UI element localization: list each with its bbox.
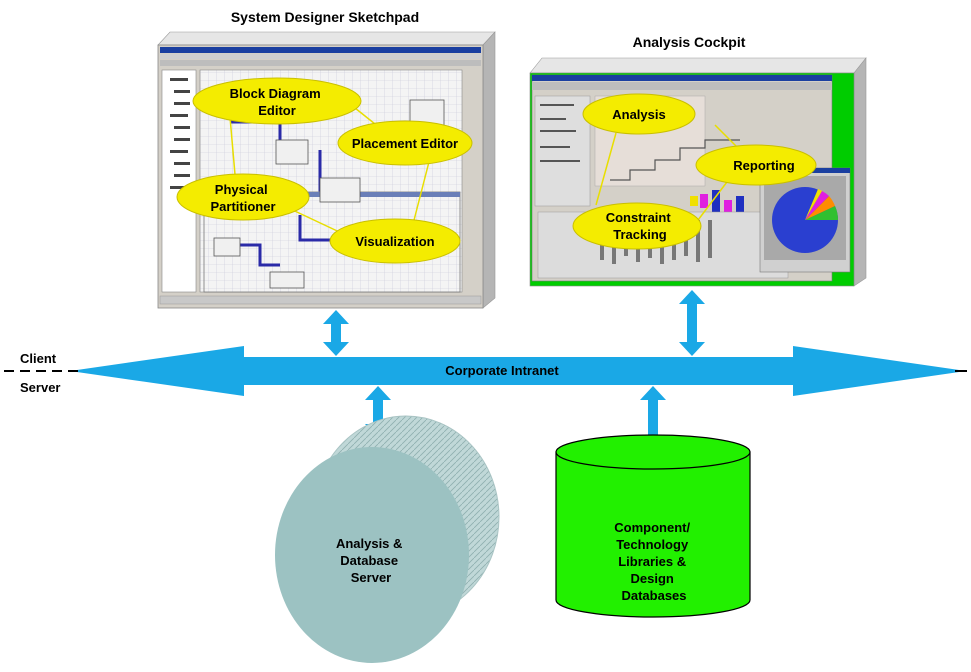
bubble-label-line: Block Diagram [230, 86, 321, 101]
server-label: Server [20, 380, 60, 395]
intranet-bus: Corporate Intranet [70, 346, 966, 396]
db-server-label-line: Database [340, 553, 398, 568]
bubble-block-diagram-editor: Block Diagram Editor [192, 77, 362, 125]
db-server-front-disc [275, 447, 469, 663]
intranet-label: Corporate Intranet [445, 363, 559, 378]
bubble-label-line: Constraint [606, 210, 672, 225]
sketchpad-frame-top [157, 31, 496, 46]
bubble-label-line: Physical [215, 182, 268, 197]
svg-text:Physical Partitioner: Physical Partitioner [210, 182, 275, 214]
intranet-arrow [70, 346, 966, 396]
db-server: Analysis & Database Server [275, 415, 500, 663]
cockpit-form [534, 95, 591, 207]
sketchpad-panel: System Designer Sketchpad [157, 9, 496, 309]
db-server-label-line: Analysis & [336, 536, 402, 551]
libraries-label-line: Technology [616, 537, 689, 552]
libraries-label-line: Libraries & [618, 554, 686, 569]
cockpit-bars [690, 190, 744, 214]
sketchpad-statusbar [159, 295, 482, 305]
libraries-label-line: Databases [621, 588, 686, 603]
bubble-label-line: Partitioner [210, 199, 275, 214]
bubble-analysis: Analysis [582, 93, 696, 135]
cylinder-top [555, 434, 751, 470]
bubble-label-line: Editor [258, 103, 296, 118]
svg-text:Constraint Tracking: Constraint Tracking [606, 210, 675, 242]
bubble-label-line: Tracking [613, 227, 667, 242]
svg-text:Block Diagram Editor: Block Diagram Editor [230, 86, 325, 118]
sketchpad-tree-items [170, 78, 190, 189]
bubble-label: Placement Editor [352, 136, 458, 151]
sketchpad-tree [161, 69, 197, 293]
db-server-label-line: Server [351, 570, 391, 585]
cockpit-frame-side [853, 57, 867, 287]
bubble-label: Visualization [355, 234, 434, 249]
libraries-label-line: Design [631, 571, 674, 586]
bubble-reporting: Reporting [695, 144, 817, 186]
bubble-placement-editor: Placement Editor [337, 120, 473, 166]
schematic-blocks [213, 99, 445, 289]
vertical-arrows [323, 290, 705, 476]
cockpit-toolbar [532, 82, 832, 90]
cockpit-form-fields [540, 104, 580, 162]
sketchpad-titlebar [160, 47, 481, 53]
bubble-physical-partitioner: Physical Partitioner [176, 173, 310, 221]
cylinder-body [555, 451, 751, 618]
cockpit-link-arrow [679, 290, 705, 356]
libraries-label-line: Component/ [614, 520, 690, 535]
svg-text:Analysis & Database: Analysis & Database Server [336, 536, 406, 585]
cockpit-step-line [610, 139, 740, 181]
svg-text:Component/ Technology: Component/ Technology Libraries & Design… [614, 520, 693, 603]
pie-chart [772, 187, 839, 253]
sketchpad-title: System Designer Sketchpad [231, 9, 419, 25]
bubble-label: Reporting [733, 158, 794, 173]
sketchpad-link-arrow [323, 310, 349, 356]
sketchpad-menubar [160, 54, 481, 59]
client-label: Client [20, 351, 57, 366]
bubble-label: Analysis [612, 107, 665, 122]
libraries-link-arrow [640, 386, 666, 476]
libraries-database: Component/ Technology Libraries & Design… [555, 434, 751, 618]
bubble-constraint-tracking: Constraint Tracking [572, 202, 702, 250]
sketchpad-toolbar [160, 60, 481, 66]
cockpit-frame-top [529, 57, 867, 74]
bubble-visualization: Visualization [329, 218, 461, 264]
sketchpad-frame-side [482, 31, 496, 309]
cockpit-titlebar [532, 75, 832, 81]
cockpit-title: Analysis Cockpit [633, 34, 746, 50]
tier-divider: Client Server [4, 351, 967, 395]
cockpit-panel: Analysis Cockpit [529, 34, 867, 287]
